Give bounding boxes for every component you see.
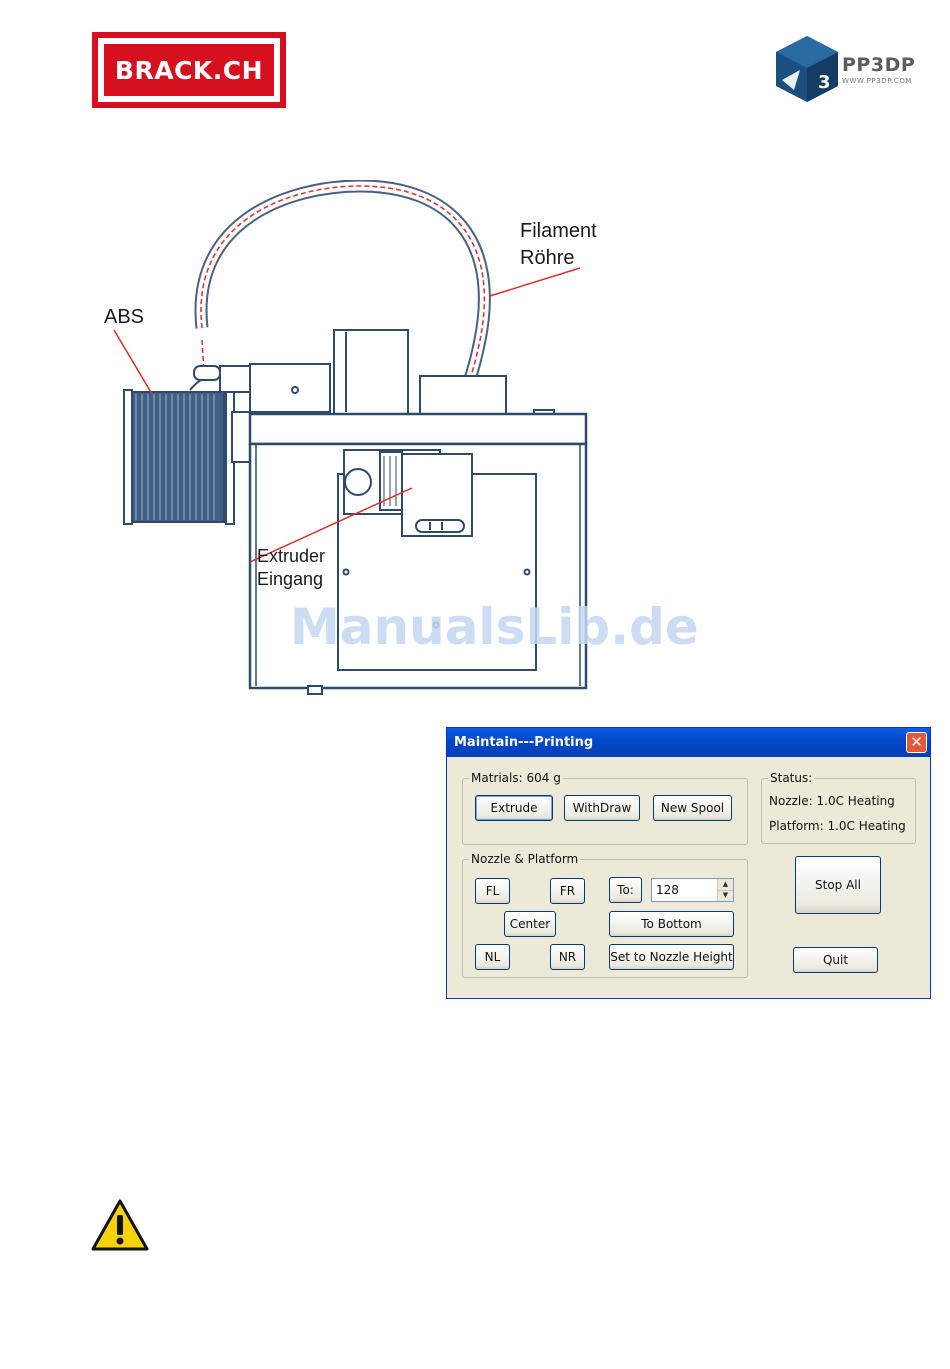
set-nozzle-height-button[interactable]: Set to Nozzle Height bbox=[609, 944, 734, 970]
extruder-label-line2: Eingang bbox=[257, 567, 323, 591]
pp3dp-logo: 3 PP3DP WWW.PP3DP.COM bbox=[774, 34, 934, 104]
materials-legend: Matrials: 604 g bbox=[469, 771, 563, 785]
abs-callout-line bbox=[114, 330, 152, 394]
pp3dp-logo-url: WWW.PP3DP.COM bbox=[842, 77, 912, 85]
dialog-titlebar[interactable]: Maintain---Printing ✕ bbox=[447, 728, 930, 757]
near-left-button[interactable]: NL bbox=[475, 944, 510, 970]
nozzle-platform-legend: Nozzle & Platform bbox=[469, 852, 580, 866]
near-right-button[interactable]: NR bbox=[550, 944, 585, 970]
filament-callout-line bbox=[490, 268, 580, 296]
to-height-button[interactable]: To: bbox=[609, 877, 642, 903]
height-stepper[interactable]: 128 ▲ ▼ bbox=[651, 878, 734, 902]
watermark: ManualsLib.de bbox=[290, 598, 699, 656]
printer-top-beam bbox=[250, 414, 586, 444]
close-icon[interactable]: ✕ bbox=[906, 732, 927, 753]
status-legend: Status: bbox=[768, 771, 814, 785]
front-left-button[interactable]: FL bbox=[475, 878, 510, 904]
maintain-dialog: Maintain---Printing ✕ Matrials: 604 g Ex… bbox=[446, 727, 931, 999]
extruder-label-line1: Extruder bbox=[257, 544, 325, 568]
brack-logo-text: BRACK.CH bbox=[115, 56, 263, 85]
to-bottom-button[interactable]: To Bottom bbox=[609, 911, 734, 937]
warning-triangle-icon bbox=[90, 1198, 150, 1252]
new-spool-button[interactable]: New Spool bbox=[653, 795, 732, 821]
quit-button[interactable]: Quit bbox=[793, 947, 878, 973]
brack-logo-fill: BRACK.CH bbox=[104, 44, 274, 96]
cube-logo-number: 3 bbox=[818, 72, 831, 93]
height-stepper-value[interactable]: 128 bbox=[656, 883, 679, 897]
brack-logo: BRACK.CH bbox=[92, 32, 286, 108]
nozzle-status: Nozzle: 1.0C Heating bbox=[769, 794, 895, 808]
filament-label-line2: Röhre bbox=[520, 246, 574, 270]
extrude-button[interactable]: Extrude bbox=[475, 795, 553, 821]
front-right-button[interactable]: FR bbox=[550, 878, 585, 904]
stop-all-button[interactable]: Stop All bbox=[795, 856, 881, 914]
height-stepper-arrows: ▲ ▼ bbox=[717, 879, 733, 901]
cube-logo-icon: 3 bbox=[774, 34, 840, 104]
dialog-title: Maintain---Printing bbox=[454, 735, 593, 750]
filament-label-line1: Filament bbox=[520, 219, 597, 243]
platform-status: Platform: 1.0C Heating bbox=[769, 819, 906, 833]
center-button[interactable]: Center bbox=[504, 911, 556, 937]
abs-label: ABS bbox=[104, 305, 144, 329]
withdraw-button[interactable]: WithDraw bbox=[564, 795, 640, 821]
stepper-down-icon[interactable]: ▼ bbox=[718, 890, 733, 901]
pp3dp-logo-name: PP3DP bbox=[842, 54, 915, 76]
